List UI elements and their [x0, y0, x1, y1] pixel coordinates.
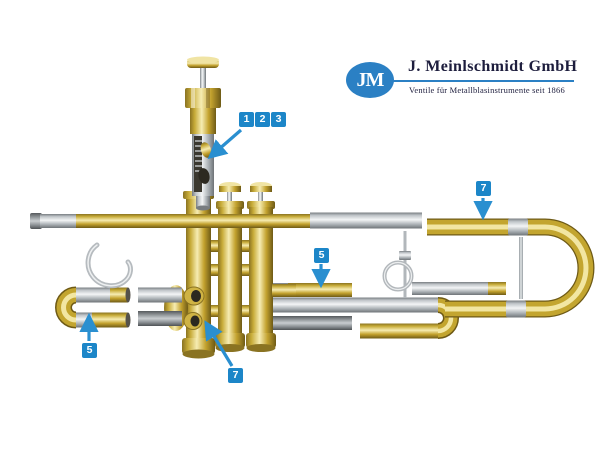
piston-port [198, 168, 210, 184]
company-tagline: Ventile für Metallblasinstrumente seit 1… [409, 85, 565, 95]
part-tag-7-bell-bow[interactable]: 7 [476, 181, 491, 196]
part-tag-5-third-slide[interactable]: 5 [82, 343, 97, 358]
valve-cap [185, 88, 221, 108]
arrow-to-valve-knuckle [204, 320, 234, 367]
arrow-to-piston [207, 128, 243, 160]
bell-bow [427, 218, 595, 318]
bow-ferrule-top [508, 218, 528, 236]
third-valve-slide [55, 286, 182, 329]
slide-pull-ring [382, 231, 414, 298]
valve-spring [195, 140, 202, 172]
valve-block [164, 182, 296, 359]
company-logo: JM J. Meinlschmidt GmbH Ventile für Meta… [346, 58, 578, 104]
company-name: J. Meinlschmidt GmbH [408, 58, 578, 75]
logo-divider [391, 80, 574, 82]
inner-slide-tube [138, 287, 182, 303]
inner-slide-tube [138, 311, 182, 326]
part-tag-7-valve-casing[interactable]: 7 [228, 368, 243, 383]
callout-arrows [79, 128, 493, 367]
outer-slide-tube [310, 212, 422, 229]
mouthpiece-receiver [40, 214, 78, 228]
leadpipe [30, 212, 422, 229]
part-tag-5-main-slide[interactable]: 5 [314, 248, 329, 263]
valve-piston-assembly [185, 56, 221, 211]
part-tag-1[interactable]: 1 [239, 112, 254, 127]
part-tag-3[interactable]: 3 [271, 112, 286, 127]
slide-stop-hook [85, 242, 133, 289]
bow-ferrule-bottom [506, 300, 526, 318]
mouthpiece-receiver-cap [30, 213, 42, 229]
part-tag-2[interactable]: 2 [255, 112, 270, 127]
logo-monogram-badge: JM [346, 62, 394, 98]
